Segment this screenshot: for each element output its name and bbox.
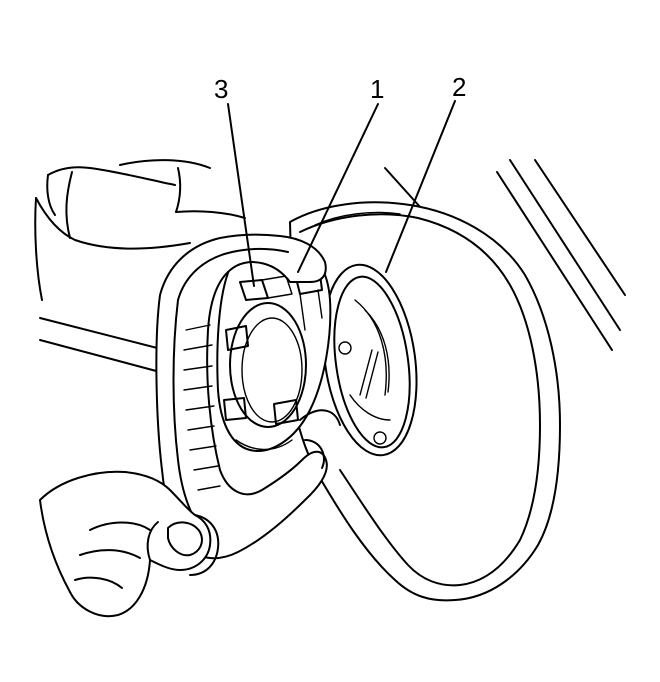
mirror-housing (289, 201, 561, 602)
hand (39, 470, 220, 618)
callout-leaders (227, 100, 456, 287)
background-door-edge-lines (384, 159, 626, 351)
mirror-motor-assembly (216, 242, 332, 452)
callout-1-label: 1 (370, 74, 384, 104)
leader-line-1 (297, 103, 379, 273)
background-seat-outline (34, 159, 246, 301)
leader-line-2 (385, 100, 456, 273)
callout-labels: 3 1 2 (214, 72, 466, 104)
callout-2-label: 2 (452, 72, 466, 102)
leader-line-3 (227, 103, 255, 287)
background-horizontal-bars (39, 317, 166, 373)
callout-3-label: 3 (214, 74, 228, 104)
